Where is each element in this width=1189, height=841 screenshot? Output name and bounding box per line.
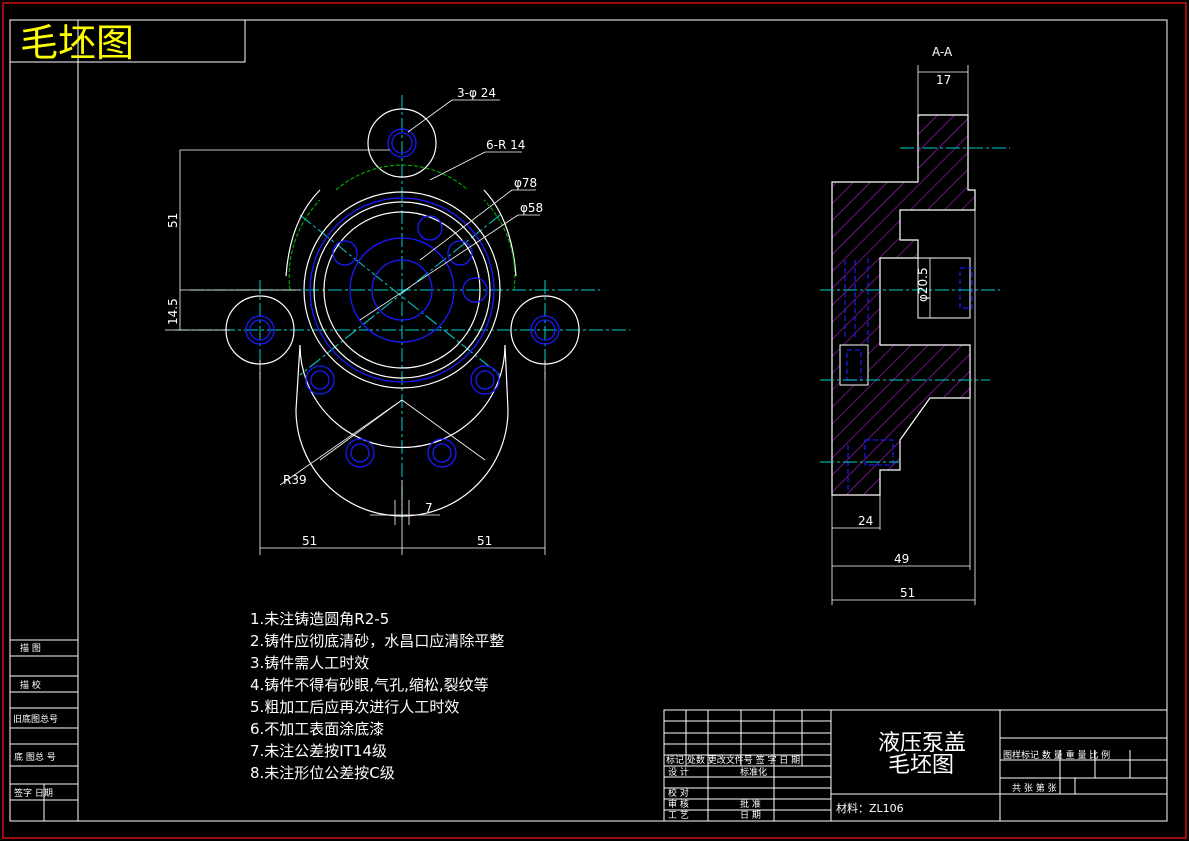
frame-border [9, 19, 1168, 822]
left-strip: 描 图 描 校 旧底图总号 底 图总 号 签字 日期 [9, 639, 79, 822]
note-4: 4.铸件不得有砂眼,气孔,缩松,裂纹等 [250, 676, 489, 694]
dim-d58: φ58 [520, 201, 543, 215]
section-label: A-A [932, 45, 953, 59]
note-7: 7.未注公差按IT14级 [250, 742, 387, 760]
dim-17: 17 [936, 73, 951, 87]
sheets-label: 共 张 第 张 [1012, 782, 1057, 794]
process-label: 工 艺 [668, 810, 689, 821]
title-stamp: 毛坯图 [20, 21, 134, 65]
date-label: 日 期 [740, 810, 761, 821]
stage-header: 图样标记 数 量 重 量 比 例 [1003, 749, 1110, 761]
dim-r14: 6-R 14 [486, 138, 525, 152]
dim-holes: 3-φ 24 [457, 86, 496, 100]
dim-51-right: 51 [477, 534, 492, 548]
note-8: 8.未注形位公差按C级 [250, 764, 395, 782]
material: 材料：ZL106 [836, 801, 904, 815]
dim-d78: φ78 [514, 176, 537, 190]
dim-14-5: 14.5 [166, 298, 180, 325]
review-label: 审 核 [668, 798, 689, 810]
part-name: 液压泵盖 [878, 731, 966, 756]
title-block [663, 709, 1168, 822]
dim-7: 7 [425, 501, 433, 515]
technical-notes: 1.未注铸造圆角R2-5 2.铸件应彻底清砂，水昌口应清除平整 3.铸件需人工时… [250, 610, 504, 782]
dim-51-vertical: 51 [166, 213, 180, 228]
strip-label-1: 描 图 [20, 642, 41, 654]
dim-51-left: 51 [302, 534, 317, 548]
strip-label-3: 旧底图总号 [13, 713, 58, 725]
section-view: A-A [820, 45, 1010, 605]
note-2: 2.铸件应彻底清砂，水昌口应清除平整 [250, 632, 504, 650]
rev-header: 标记 处数 更改文件号 签 字 日 期 [666, 754, 800, 766]
note-1: 1.未注铸造圆角R2-5 [250, 610, 389, 628]
strip-label-2: 描 校 [20, 679, 41, 691]
front-view: 3-φ 24 6-R 14 φ78 φ58 51 14.5 R39 7 51 5… [165, 86, 630, 555]
approve-label: 批 准 [740, 798, 761, 810]
note-5: 5.粗加工后应再次进行人工时效 [250, 698, 459, 716]
standard-label: 标准化 [740, 766, 767, 778]
dim-d20-5: φ20.5 [916, 267, 930, 302]
title-stamp-box [9, 19, 246, 63]
dim-r39: R39 [283, 473, 307, 487]
dim-49: 49 [894, 552, 909, 566]
strip-label-4: 底 图总 号 [14, 751, 56, 763]
dim-24: 24 [858, 514, 873, 528]
dim-51-bottom: 51 [900, 586, 915, 600]
check-label: 校 对 [668, 787, 689, 799]
note-6: 6.不加工表面涂底漆 [250, 720, 384, 738]
note-3: 3.铸件需人工时效 [250, 654, 369, 672]
strip-label-5: 签字 日期 [14, 787, 53, 799]
drawing-name: 毛坯图 [888, 753, 954, 778]
design-label: 设 计 [668, 766, 689, 778]
